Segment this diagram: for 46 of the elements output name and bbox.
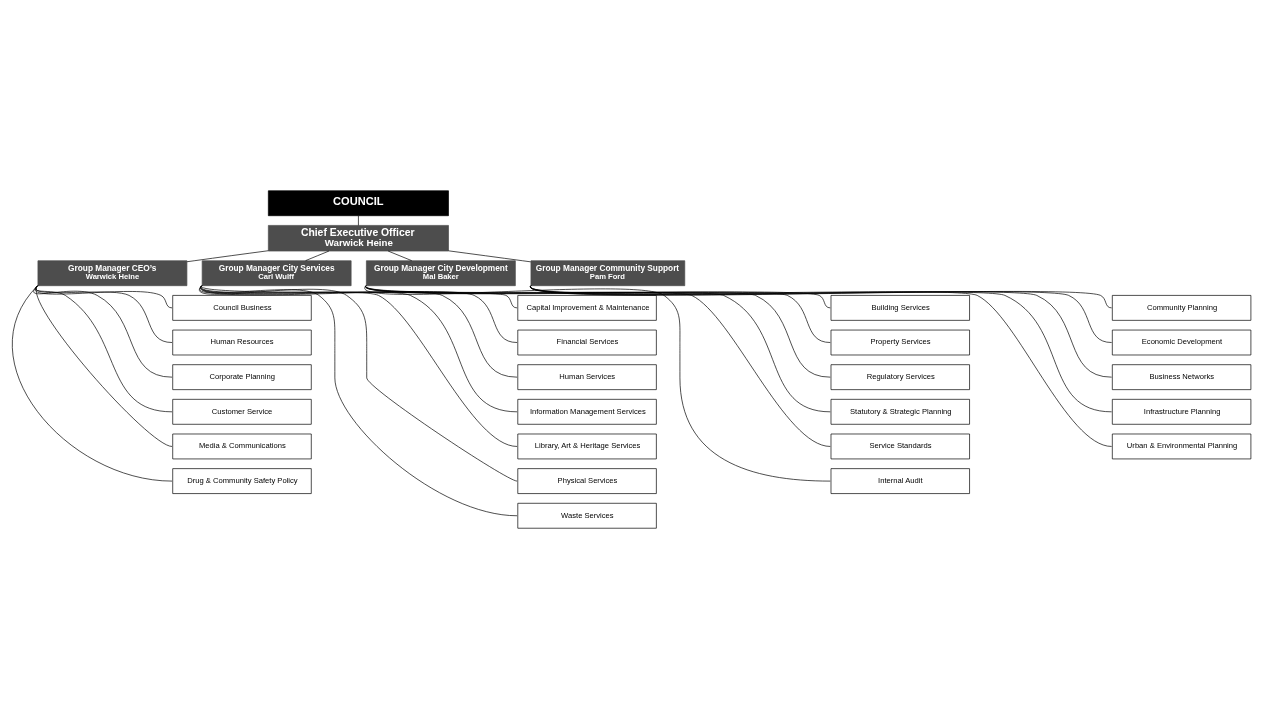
node-box: Statutory & Strategic Planning	[830, 398, 970, 425]
node-box: Group Manager Community Support Pam Ford	[530, 259, 686, 286]
node-box: Group Manager City Services Carl Wulff	[201, 259, 352, 286]
node-box: Group Manager City Development Mal Baker	[366, 259, 516, 286]
node-box: Customer Service	[172, 398, 312, 425]
connector	[201, 284, 518, 308]
connector	[11, 284, 173, 481]
node-box: Human Services	[517, 363, 657, 390]
node-box: Information Management Services	[517, 398, 657, 425]
connector	[358, 215, 359, 226]
connector	[365, 284, 831, 447]
node-box: Council Business	[172, 294, 312, 321]
node-box: Economic Development	[1111, 329, 1252, 355]
node-box: Chief Executive Officer Warwick Heine	[268, 224, 449, 251]
node-box: Corporate Planning	[172, 363, 312, 390]
connector	[365, 284, 831, 481]
node-box: Community Planning	[1111, 294, 1252, 321]
node-box: Drug & Community Safety Policy	[172, 467, 312, 494]
node-box: Internal Audit	[830, 467, 970, 494]
node-box: Capital Improvement & Maintenance	[517, 294, 657, 321]
node-box: Financial Services	[517, 329, 657, 355]
connector	[305, 250, 330, 261]
node-box: Urban & Environmental Planning	[1111, 433, 1252, 459]
node-box: Property Services	[830, 329, 970, 355]
node-box: Service Standards	[830, 433, 970, 459]
node-box: Physical Services	[517, 467, 657, 494]
node-box: Regulatory Services	[830, 363, 970, 390]
node-box: Business Networks	[1111, 363, 1252, 390]
connector	[201, 284, 518, 377]
connector	[448, 250, 532, 262]
node-box: Human Resources	[172, 329, 312, 355]
connector	[199, 284, 518, 481]
connector	[530, 284, 1112, 447]
connector	[387, 250, 413, 261]
connector	[201, 284, 518, 447]
node-box: Waste Services	[517, 502, 657, 529]
connector	[199, 284, 518, 516]
connector	[201, 284, 518, 412]
node-box: Group Manager CEO’s Warwick Heine	[37, 259, 188, 286]
node-box: Infrastructure Planning	[1111, 398, 1252, 425]
node-box: Building Services	[830, 294, 970, 321]
connector	[186, 249, 269, 262]
node-box: COUNCIL	[268, 189, 449, 216]
node-box: Library, Art & Heritage Services	[517, 433, 657, 459]
connector	[201, 284, 518, 343]
node-box: Media & Communications	[172, 433, 312, 459]
